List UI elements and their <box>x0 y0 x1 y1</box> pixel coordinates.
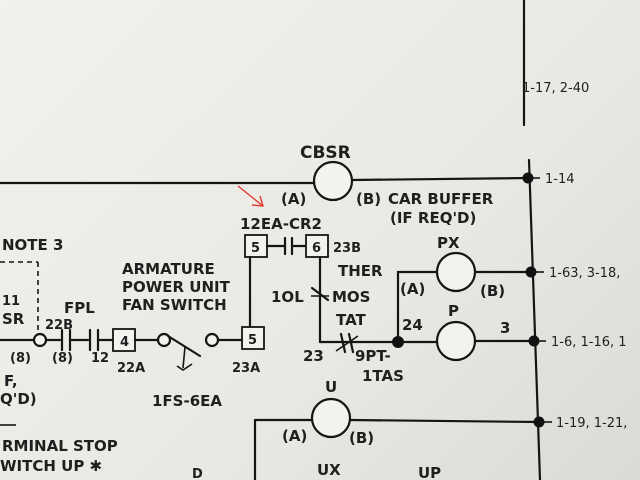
pt-contact-slash <box>335 335 359 352</box>
terminal-4-label: 4 <box>120 335 129 350</box>
pt-label-2: 1TAS <box>362 367 404 385</box>
px-b-label: (B) <box>480 282 505 300</box>
relay-label: 12EA-CR2 <box>240 215 322 233</box>
fan-switch-terminal-right <box>204 332 220 348</box>
u-rung-right <box>348 418 541 424</box>
up-label: UP <box>418 464 441 480</box>
wire-23a-label: 23A <box>232 361 260 376</box>
cbsr-label: CBSR <box>300 143 351 163</box>
armature-line-2: POWER UNIT <box>122 278 231 296</box>
wire-8b-label: (8) <box>52 351 73 366</box>
ux-label: UX <box>317 461 341 479</box>
fpl-label: FPL <box>64 299 95 317</box>
right-rail <box>527 158 542 480</box>
fan-switch-terminal-left <box>156 332 172 348</box>
pt-contact-left <box>339 332 347 354</box>
left-11-label: 11 <box>2 294 20 309</box>
wire-22a-label: 22A <box>117 361 145 376</box>
px-branch <box>396 270 439 344</box>
cbsr-desc-1: CAR BUFFER <box>388 190 494 208</box>
terminal-5-bottom-label: 5 <box>248 333 257 348</box>
armature-line-3: FAN SWITCH <box>122 296 227 314</box>
left-f-label: F, <box>4 372 18 390</box>
ref-top: 1-17, 2-40 <box>522 81 589 96</box>
px-a-label: (A) <box>400 280 425 298</box>
terminal-5-bottom <box>241 326 265 350</box>
cbsr-coil <box>312 160 354 202</box>
fan-switch-stem <box>182 346 186 369</box>
cbsr-desc-2: (IF REQ'D) <box>390 209 476 227</box>
ref-px: 1-63, 3-18, <box>549 266 620 281</box>
wire-12-label: 12 <box>91 351 109 366</box>
stop-d-label: D <box>192 467 203 480</box>
u-a-label: (A) <box>282 427 307 445</box>
armature-line-1: ARMATURE <box>122 260 215 278</box>
stop-line-2: WITCH UP ✱ <box>0 457 102 475</box>
fan-switch-blade <box>166 334 202 358</box>
fan-switch-label: 1FS-6EA <box>152 392 222 410</box>
cbsr-b-label: (B) <box>356 190 381 208</box>
note-label: NOTE 3 <box>2 236 63 254</box>
ther-line-2: MOS <box>332 288 370 306</box>
u-coil <box>310 397 352 439</box>
cbsr-a-label: (A) <box>281 190 306 208</box>
wire-23b-label: 23B <box>333 241 361 256</box>
u-b-label: (B) <box>349 429 374 447</box>
pt-contact-right <box>347 332 355 354</box>
cbsr-rung-right <box>350 176 530 182</box>
terminal-6-label: 6 <box>312 241 321 256</box>
red-arrowhead-icon <box>251 195 264 207</box>
sr-terminal <box>32 332 48 348</box>
wire-22b-label: 22B <box>45 318 73 333</box>
pt-label-1: 9PT- <box>355 347 391 365</box>
ref-u: 1-19, 1-21, <box>556 416 627 431</box>
ref-1-14: 1-14 <box>545 172 575 187</box>
red-arrow-icon <box>237 185 264 207</box>
terminal-6 <box>305 234 329 258</box>
p-label: P <box>448 302 459 320</box>
ther-line-3: TAT <box>336 311 367 329</box>
fan-switch-actuator-icon <box>176 363 193 371</box>
ther-line-1: THER <box>338 262 383 280</box>
ol-contact-slash <box>310 286 330 302</box>
px-coil <box>435 251 477 293</box>
u-label: U <box>325 378 337 396</box>
px-label: PX <box>437 234 460 252</box>
ol-label: 1OL <box>271 288 304 306</box>
p-coil <box>435 320 477 362</box>
sr-label: SR <box>2 310 25 328</box>
ref-p: 1-6, 1-16, 1 <box>551 335 627 350</box>
stop-line-1: RMINAL STOP <box>2 437 118 455</box>
wire-24-label: 24 <box>402 316 423 334</box>
wire-8a-label: (8) <box>10 351 31 366</box>
left-qd-label: Q'D) <box>0 390 37 408</box>
wire-3-label: 3 <box>500 319 510 337</box>
wire-23-label: 23 <box>303 347 324 365</box>
terminal-5-top-label: 5 <box>251 241 260 256</box>
